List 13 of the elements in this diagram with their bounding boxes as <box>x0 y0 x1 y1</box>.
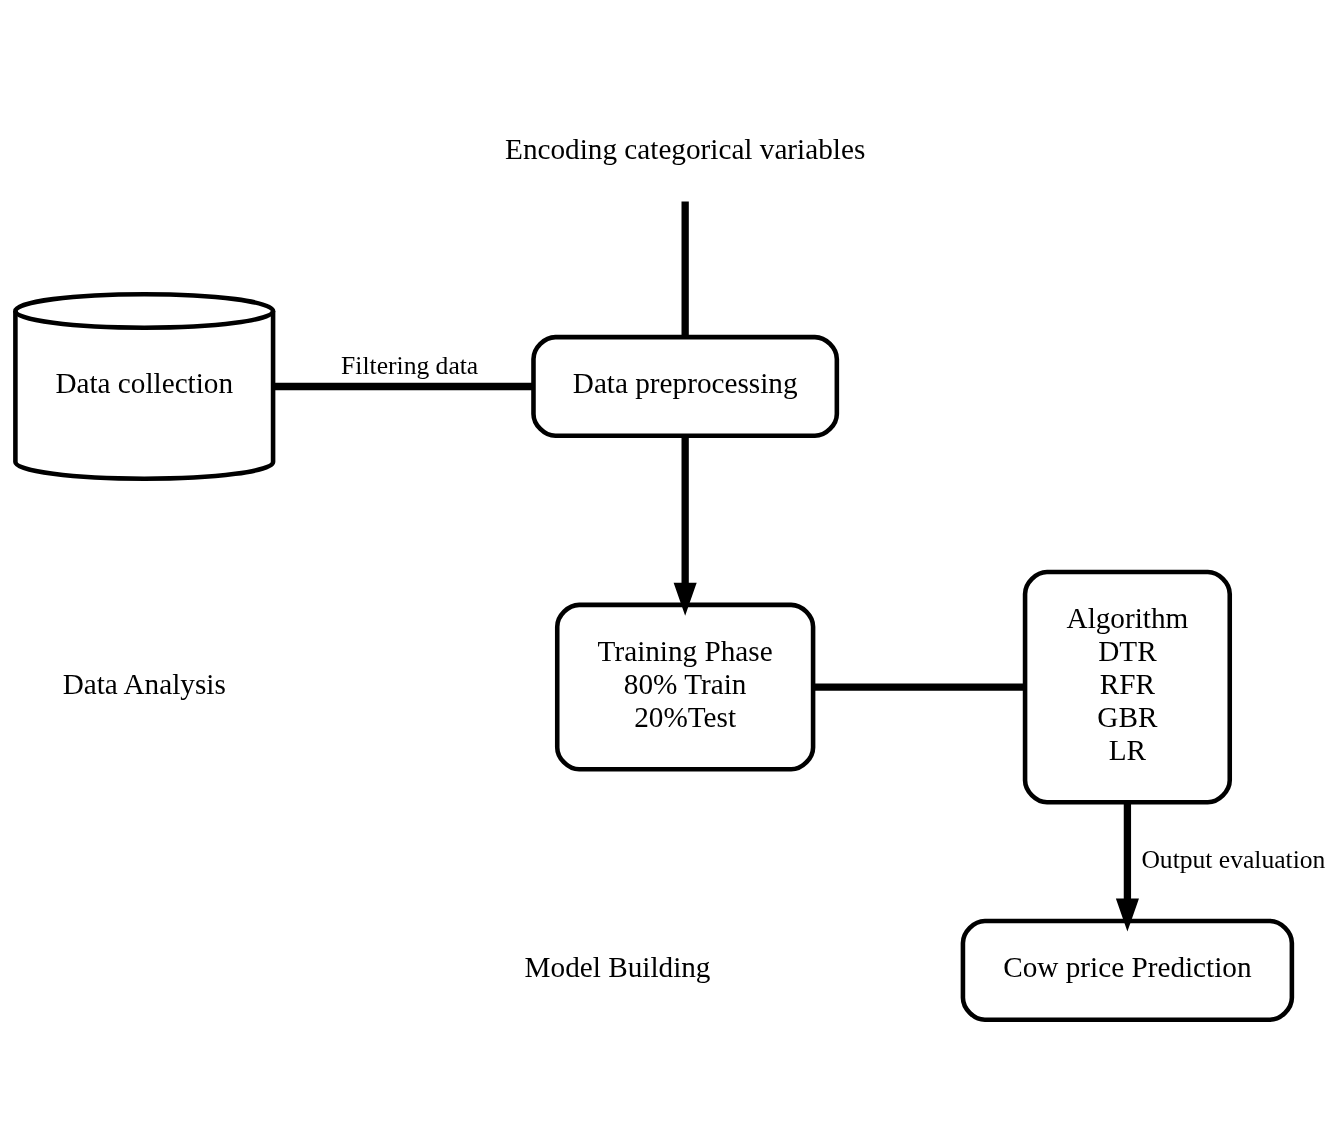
node-box: Data preprocessing <box>531 334 840 439</box>
label: Model Building <box>524 951 711 984</box>
edge-label: Filtering data <box>341 351 479 381</box>
node-box: Training Phase 80% Train 20%Test <box>554 602 816 772</box>
connector <box>813 683 1025 691</box>
node-box: Cow price Prediction <box>960 918 1295 1022</box>
connector <box>273 382 534 391</box>
node-box: Algorithm DTR RFR GBR LR <box>1022 569 1233 805</box>
node-text: Encoding categorical variables <box>505 132 866 165</box>
edge-label: Output evaluation <box>1141 845 1326 875</box>
arrow <box>673 436 697 616</box>
arrow <box>1115 802 1139 932</box>
label: Data Analysis <box>62 668 226 701</box>
